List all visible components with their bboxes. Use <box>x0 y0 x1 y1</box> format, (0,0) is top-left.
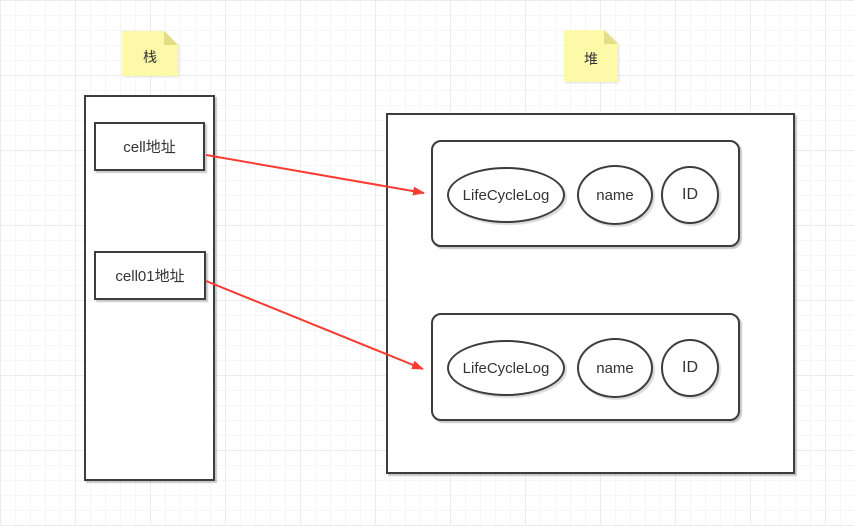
sticky-note-shape <box>122 31 178 76</box>
stack-cell-label: cell地址 <box>123 139 176 156</box>
note-fold-corner <box>604 30 618 44</box>
field-label: LifeCycleLog <box>462 186 550 204</box>
field-label: name <box>596 186 634 204</box>
stack-note-label: 栈 <box>143 48 157 65</box>
sticky-note-shape <box>564 30 618 82</box>
heap-object-group-1[interactable]: LifeCycleLog name ID <box>431 140 740 247</box>
field-ellipse-lifecyclelog[interactable]: LifeCycleLog <box>447 167 565 223</box>
heap-object-group-2[interactable]: LifeCycleLog name ID <box>431 313 740 421</box>
field-ellipse-id[interactable]: ID <box>661 166 719 224</box>
note-fold-corner <box>164 31 178 45</box>
heap-note-label: 堆 <box>584 51 598 67</box>
field-label: ID <box>682 359 698 376</box>
stack-cell-label: cell01地址 <box>115 268 185 285</box>
stack-cell-cell[interactable]: cell地址 <box>94 122 205 171</box>
field-ellipse-lifecyclelog[interactable]: LifeCycleLog <box>447 340 565 396</box>
field-ellipse-id[interactable]: ID <box>661 339 719 397</box>
stack-cell-cell01[interactable]: cell01地址 <box>94 251 206 300</box>
field-label: LifeCycleLog <box>462 359 550 377</box>
field-label: name <box>596 359 634 377</box>
field-ellipse-name[interactable]: name <box>577 338 653 398</box>
field-label: ID <box>682 186 698 203</box>
sticky-note-stack[interactable]: 栈 <box>122 31 178 76</box>
sticky-note-heap[interactable]: 堆 <box>564 30 618 82</box>
field-ellipse-name[interactable]: name <box>577 165 653 225</box>
